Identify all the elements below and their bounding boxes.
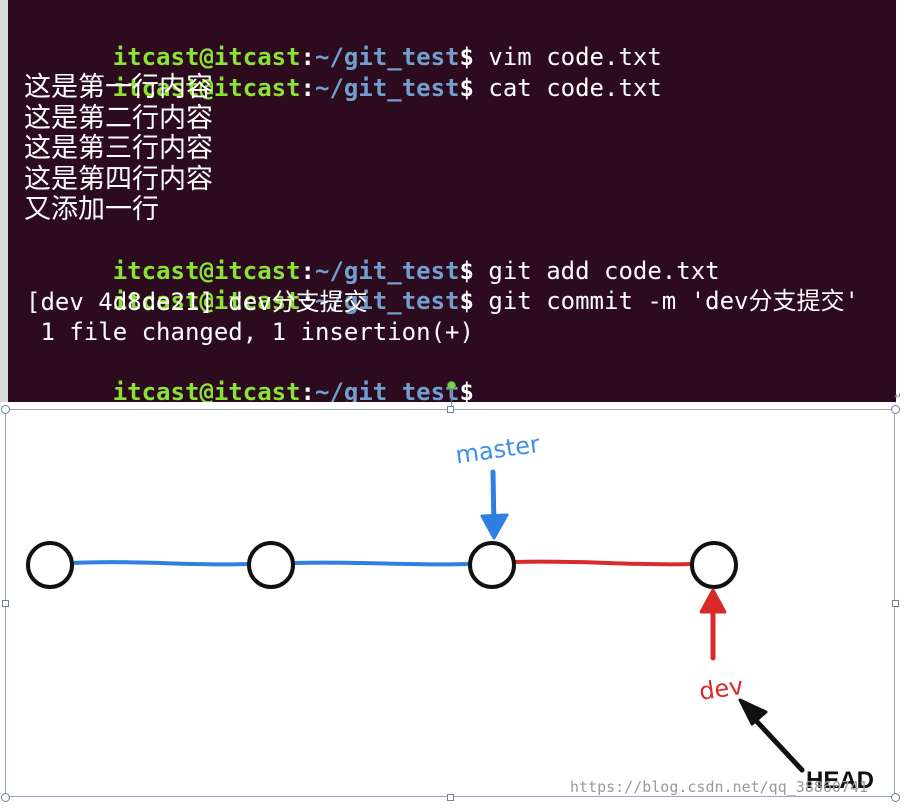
resize-handle-middle-left[interactable] [2,600,9,607]
terminal-output-line: 又添加一行 [24,194,159,225]
prompt-separator: : [300,43,315,71]
terminal-line-top-clipped [26,0,40,8]
prompt-path: ~/git_test [315,43,460,71]
prompt-separator: : [300,378,315,402]
prompt-user-host: itcast@itcast [112,378,301,402]
resize-handle-top-center[interactable] [447,406,454,413]
command-text: vim code.txt [473,43,662,71]
prompt-path: ~/git_test [315,257,460,285]
terminal-output-line: 这是第一行内容 [24,72,213,103]
terminal-line-git-add: itcast@itcast:~/git_test$ git add code.t… [26,226,720,285]
terminal-window[interactable]: itcast@itcast:~/git_test$ vim code.txt i… [8,0,896,402]
resize-handle-bottom-center[interactable] [447,794,454,801]
prompt-dollar: $ [459,43,474,71]
terminal-left-border [0,0,8,402]
prompt-user-host: itcast@itcast [112,287,301,315]
prompt-path: ~/git_test [315,287,460,315]
resize-handle-middle-right[interactable] [892,600,899,607]
prompt-user-host: itcast@itcast [112,43,301,71]
prompt-user-host: itcast@itcast [112,74,301,102]
prompt-dollar: $ [459,257,474,285]
rotate-handle-stem [451,389,452,409]
terminal-output-stats: 1 file changed, 1 insertion(+) [26,318,474,346]
diagram-image-frame[interactable] [5,409,895,797]
prompt-user-host: itcast@itcast [112,257,301,285]
resize-handle-top-right[interactable] [891,405,900,414]
terminal-line-1: itcast@itcast:~/git_test$ vim code.txt [26,12,662,71]
resize-handle-bottom-right[interactable] [891,793,900,802]
terminal-output-line: 这是第二行内容 [24,103,213,134]
prompt-dollar: $ [459,74,474,102]
prompt-path: ~/git_test [315,378,460,402]
prompt-dollar: $ [459,287,474,315]
prompt-dollar: $ [459,378,474,402]
prompt-separator: : [300,287,315,315]
command-text: cat code.txt [473,74,662,102]
terminal-line-final-prompt[interactable]: itcast@itcast:~/git_test$ [26,347,474,402]
command-text: git add code.txt [473,257,720,285]
prompt-separator: : [300,74,315,102]
command-text: git commit -m 'dev分支提交' [473,287,859,315]
prompt-path: ~/git_test [315,74,460,102]
rotate-handle[interactable] [447,381,456,390]
resize-handle-bottom-left[interactable] [1,793,10,802]
terminal-line-2: itcast@itcast:~/git_test$ cat code.txt [26,43,662,102]
terminal-output-line: 这是第四行内容 [24,164,213,195]
paragraph-mark-icon: ↵ [894,392,902,402]
terminal-output-commit: [dev 4d8de21] dev分支提交 [26,288,368,316]
terminal-output-line: 这是第三行内容 [24,133,213,164]
resize-handle-top-left[interactable] [1,405,10,414]
terminal-line-git-commit: itcast@itcast:~/git_test$ git commit -m … [26,256,859,315]
prompt-separator: : [300,257,315,285]
watermark-url: https://blog.csdn.net/qq_38860741 [570,778,869,796]
